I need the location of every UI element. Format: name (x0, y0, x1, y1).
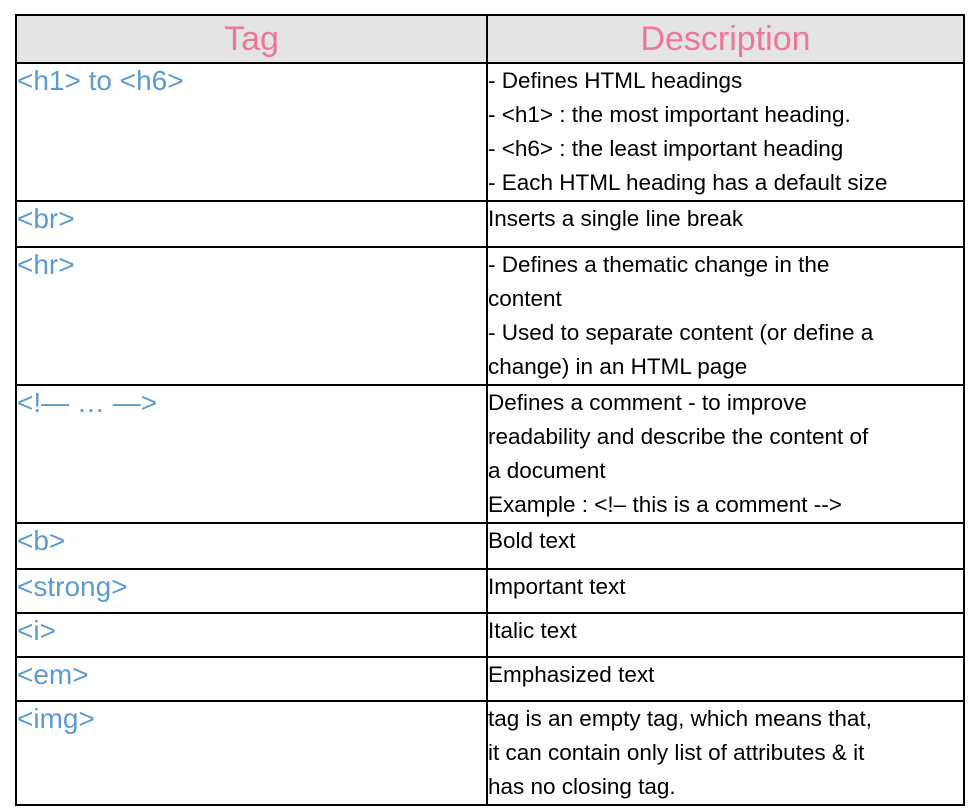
description-line: Inserts a single line break (488, 206, 744, 231)
description-cell: Important text (486, 568, 965, 614)
description-line: tag is an empty tag, which means that, (488, 706, 872, 731)
table-row: <!— … —> Defines a comment - to improve … (15, 384, 965, 524)
description-cell: - Defines a thematic change in the conte… (486, 246, 965, 386)
description-line: change) in an HTML page (488, 354, 748, 379)
table-row: <br> Inserts a single line break (15, 200, 965, 248)
description-line: content (488, 286, 562, 311)
description-line: a document (488, 458, 606, 483)
description-line: - Each HTML heading has a default size (488, 170, 888, 195)
description-line: Important text (488, 574, 626, 599)
description-line: it can contain only list of attributes &… (488, 740, 865, 765)
tag-cell: <strong> (15, 568, 488, 614)
tag-cell: <em> (15, 656, 488, 702)
description-line: Italic text (488, 618, 577, 643)
description-line: - Defines HTML headings (488, 68, 743, 93)
description-line: Example : <!– this is a comment --> (488, 492, 842, 517)
header-description: Description (486, 14, 965, 64)
html-tags-table: Tag Description <h1> to <h6> - Defines H… (15, 14, 965, 806)
description-cell: - Defines HTML headings - <h1> : the mos… (486, 62, 965, 202)
description-line: has no closing tag. (488, 774, 676, 799)
tag-cell: <!— … —> (15, 384, 488, 524)
description-cell: Italic text (486, 612, 965, 658)
description-line: - <h1> : the most important heading. (488, 102, 851, 127)
table-row: <em> Emphasized text (15, 656, 965, 702)
tag-cell: <i> (15, 612, 488, 658)
description-line: readability and describe the content of (488, 424, 869, 449)
description-line: - Used to separate content (or define a (488, 320, 874, 345)
table-row: <strong> Important text (15, 568, 965, 614)
tag-cell: <img> (15, 700, 488, 806)
description-line: Bold text (488, 528, 576, 553)
description-line: Emphasized text (488, 662, 655, 687)
table-row: <i> Italic text (15, 612, 965, 658)
description-cell: Inserts a single line break (486, 200, 965, 248)
table-row: <h1> to <h6> - Defines HTML headings - <… (15, 62, 965, 202)
tag-cell: <br> (15, 200, 488, 248)
description-line: Defines a comment - to improve (488, 390, 807, 415)
table-row: <img> tag is an empty tag, which means t… (15, 700, 965, 806)
description-cell: Defines a comment - to improve readabili… (486, 384, 965, 524)
description-cell: Emphasized text (486, 656, 965, 702)
description-cell: Bold text (486, 522, 965, 570)
description-cell: tag is an empty tag, which means that, i… (486, 700, 965, 806)
header-row: Tag Description (15, 14, 965, 64)
description-line: - Defines a thematic change in the (488, 252, 830, 277)
description-line: - <h6> : the least important heading (488, 136, 844, 161)
tag-cell: <h1> to <h6> (15, 62, 488, 202)
header-tag: Tag (15, 14, 488, 64)
tag-cell: <b> (15, 522, 488, 570)
table-row: <b> Bold text (15, 522, 965, 570)
tag-cell: <hr> (15, 246, 488, 386)
table-row: <hr> - Defines a thematic change in the … (15, 246, 965, 386)
